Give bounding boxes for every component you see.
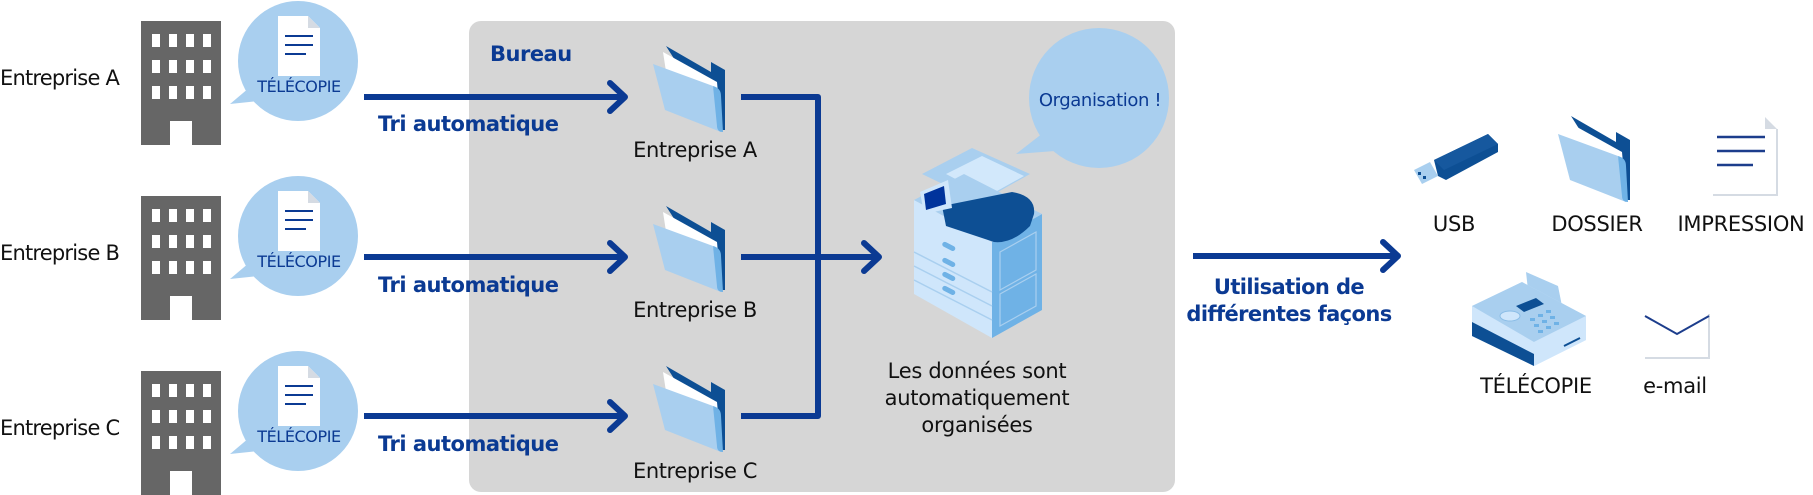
envelope-icon[interactable] bbox=[1643, 312, 1713, 362]
folder-icon[interactable] bbox=[651, 366, 729, 454]
company-label-b: Entreprise B bbox=[0, 241, 120, 265]
destination-label-usb: USB bbox=[1432, 212, 1476, 236]
folder-label-b: Entreprise B bbox=[633, 298, 757, 322]
organisation-bubble bbox=[1016, 28, 1169, 168]
company-label-a: Entreprise A bbox=[0, 66, 120, 90]
fax-bubble-a bbox=[230, 1, 358, 121]
sort-label-a: Tri automatique bbox=[378, 112, 559, 136]
fax-machine-icon[interactable] bbox=[1468, 268, 1594, 370]
output-arrow-label-line: différentes façons bbox=[1186, 302, 1392, 326]
building-icon bbox=[141, 196, 221, 320]
printer-caption-line: organisées bbox=[921, 413, 1033, 437]
document-icon bbox=[278, 16, 320, 76]
bubble-label-c: TÉLÉCOPIE bbox=[257, 427, 341, 446]
multifunction-printer-icon bbox=[913, 148, 1042, 338]
fax-bubble-b bbox=[230, 176, 358, 296]
fax-bubble-c bbox=[230, 351, 358, 471]
organisation-label: Organisation ! bbox=[1038, 90, 1162, 111]
folder-label-c: Entreprise C bbox=[632, 459, 758, 483]
destination-label-print: IMPRESSION bbox=[1677, 212, 1805, 236]
destination-label-fax: TÉLÉCOPIE bbox=[1480, 374, 1592, 398]
printer-caption-line: automatiquement bbox=[884, 386, 1070, 410]
output-arrow-label: Utilisation de différentes façons bbox=[1186, 274, 1392, 328]
destination-label-folder: DOSSIER bbox=[1551, 212, 1643, 236]
arrow-head-b bbox=[607, 240, 628, 274]
document-icon[interactable] bbox=[1711, 115, 1779, 197]
destination-label-email: e-mail bbox=[1643, 374, 1707, 398]
output-arrow-label-line: Utilisation de bbox=[1213, 275, 1365, 299]
usb-drive-icon[interactable] bbox=[1412, 132, 1502, 188]
sort-label-c: Tri automatique bbox=[378, 432, 559, 456]
folder-icon[interactable] bbox=[651, 206, 729, 294]
document-icon bbox=[278, 366, 320, 426]
output-arrow-head bbox=[1380, 239, 1401, 273]
folder-label-a: Entreprise A bbox=[633, 138, 757, 162]
arrow-head-printer bbox=[861, 240, 882, 274]
bubble-label-b: TÉLÉCOPIE bbox=[257, 252, 341, 271]
arrow-head-c bbox=[607, 399, 628, 433]
sort-label-b: Tri automatique bbox=[378, 273, 559, 297]
arrow-head-a bbox=[607, 80, 628, 114]
bubble-label-a: TÉLÉCOPIE bbox=[257, 77, 341, 96]
printer-caption-line: Les données sont bbox=[887, 359, 1067, 383]
office-title: Bureau bbox=[490, 42, 572, 66]
building-icon bbox=[141, 371, 221, 495]
folder-icon[interactable] bbox=[651, 46, 729, 134]
folder-icon[interactable] bbox=[1556, 116, 1634, 206]
document-icon bbox=[278, 191, 320, 251]
company-label-c: Entreprise C bbox=[0, 416, 120, 440]
building-icon bbox=[141, 21, 221, 145]
printer-caption: Les données sont automatiquement organis… bbox=[885, 358, 1070, 439]
